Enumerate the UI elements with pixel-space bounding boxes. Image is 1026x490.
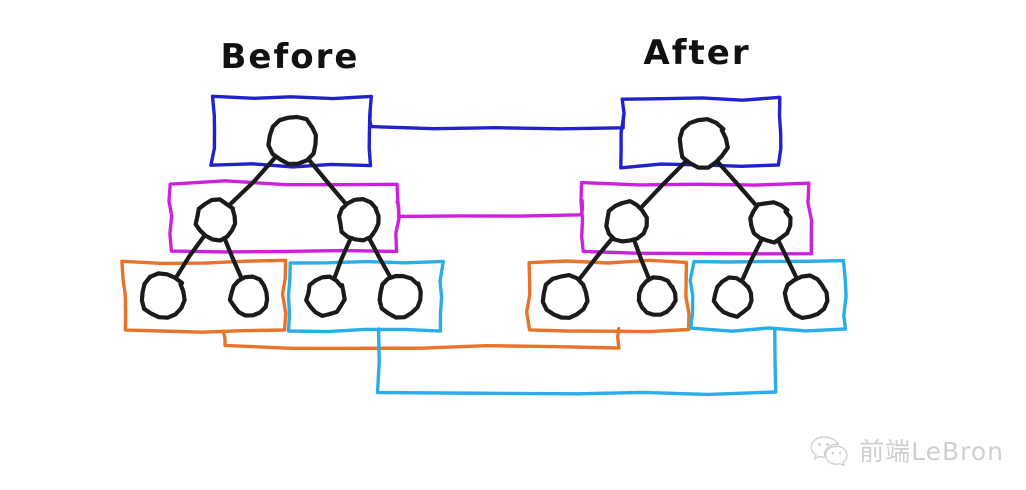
tree-nodes-layer bbox=[139, 114, 830, 320]
before-leaf-right-box bbox=[286, 259, 445, 334]
after-edge-root-l2b bbox=[714, 159, 761, 211]
group-link-leaf-right-link bbox=[375, 327, 778, 397]
before-node-l3b bbox=[227, 274, 270, 318]
before-root-box bbox=[209, 94, 373, 169]
after-node-l2b bbox=[748, 200, 793, 245]
before-edge-l2a-l3a bbox=[173, 232, 208, 281]
after-node-root bbox=[677, 117, 730, 170]
after-node-l3d bbox=[782, 273, 830, 320]
before-node-l3a bbox=[139, 271, 187, 320]
after-leaf-right-box bbox=[688, 258, 848, 333]
before-edge-root-l2b bbox=[305, 155, 350, 209]
after-edge-l2b-l3d bbox=[776, 237, 800, 282]
before-node-l2b bbox=[336, 197, 381, 243]
before-edge-l2b-l3d bbox=[365, 234, 393, 281]
group-link-leaf-left-link bbox=[221, 327, 621, 350]
after-title: After bbox=[643, 33, 750, 73]
after-node-l3b bbox=[636, 275, 678, 317]
watermark: 前端LeBron bbox=[809, 432, 1004, 468]
before-title: Before bbox=[221, 37, 360, 77]
before-edge-l2b-l3c bbox=[331, 236, 353, 282]
after-edge-l2a-l3b bbox=[632, 237, 652, 283]
before-node-root bbox=[266, 114, 318, 167]
before-edge-l2a-l3b bbox=[222, 235, 245, 282]
before-edge-root-l2a bbox=[226, 154, 279, 208]
tree-edges-layer bbox=[173, 154, 800, 284]
wechat-icon bbox=[810, 436, 848, 466]
after-edge-root-l2a bbox=[637, 157, 690, 211]
after-node-l3a bbox=[540, 273, 590, 320]
before-node-l3d bbox=[377, 273, 423, 320]
before-node-l3c bbox=[304, 274, 347, 318]
watermark-text: 前端LeBron bbox=[859, 437, 1004, 466]
after-edge-l2a-l3a bbox=[576, 234, 616, 283]
after-node-l3c bbox=[711, 275, 754, 319]
after-level2-box bbox=[579, 180, 814, 256]
before-level2-box bbox=[167, 179, 401, 254]
after-node-l2a bbox=[604, 199, 649, 244]
after-leaf-left-box bbox=[525, 258, 691, 334]
before-node-l2a bbox=[193, 197, 238, 243]
after-root-box bbox=[619, 95, 783, 170]
after-edge-l2b-l3c bbox=[739, 236, 765, 284]
diagram-labels-layer: Before After bbox=[221, 33, 750, 77]
